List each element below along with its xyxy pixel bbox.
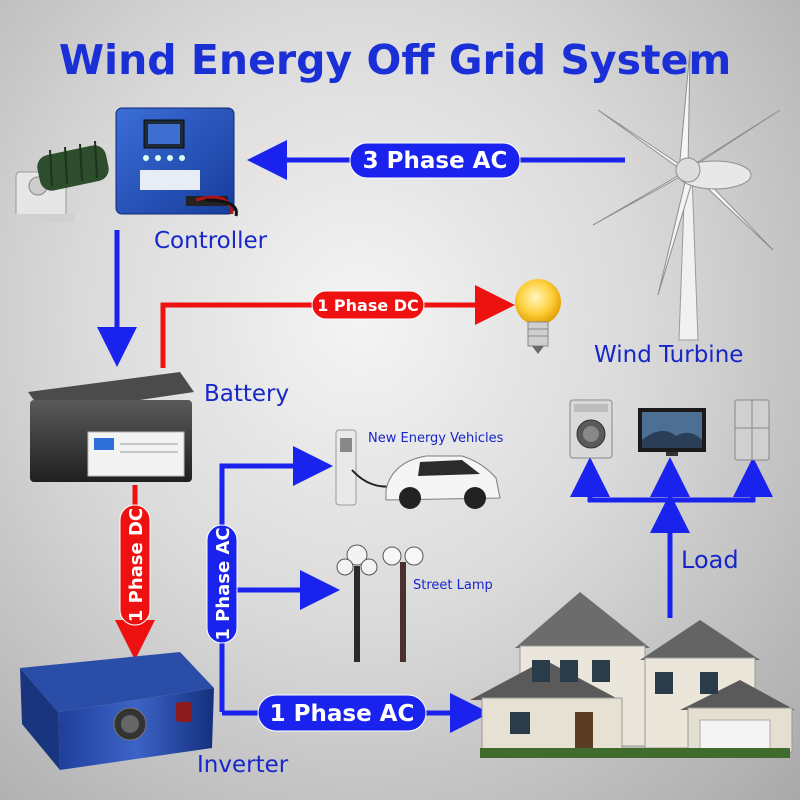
controller-icon	[115, 107, 238, 217]
edge-house-to-load	[570, 457, 773, 618]
label-wind-turbine: Wind Turbine	[594, 342, 743, 368]
edge-label-1-phase-dc-vertical: 1 Phase DC	[126, 508, 147, 622]
light-bulb-icon	[515, 279, 561, 354]
edge-label-1-phase-dc-top: 1 Phase DC	[317, 296, 419, 315]
label-controller: Controller	[154, 228, 268, 254]
refrigerator-icon	[734, 399, 770, 461]
label-new-energy-vehicles: New Energy Vehicles	[368, 431, 504, 446]
electric-car-icon	[385, 455, 501, 509]
battery-icon	[28, 372, 194, 482]
label-battery: Battery	[204, 381, 289, 407]
edge-inverter-to-house: 1 Phase AC	[222, 693, 490, 733]
diagram-title: Wind Energy Off Grid System	[59, 36, 731, 84]
washing-machine-icon	[569, 399, 613, 459]
edge-battery-to-inverter: 1 Phase DC	[115, 485, 155, 660]
edge-battery-to-bulb: 1 Phase DC	[160, 285, 515, 368]
street-lamp-icon	[336, 544, 424, 662]
edge-label-3-phase-ac: 3 Phase AC	[363, 148, 508, 174]
edge-turbine-to-controller: 3 Phase AC	[247, 140, 625, 180]
edge-label-1-phase-ac-bottom: 1 Phase AC	[270, 701, 415, 727]
label-inverter: Inverter	[197, 752, 289, 778]
label-street-lamp: Street Lamp	[413, 578, 493, 593]
wind-turbine-icon	[592, 49, 781, 341]
edge-label-1-phase-ac-vertical: 1 Phase AC	[213, 527, 234, 640]
television-icon	[638, 408, 706, 456]
inverter-icon	[20, 652, 214, 770]
edge-inverter-branch: 1 Phase AC	[206, 446, 340, 712]
dump-load-resistor-icon	[10, 140, 109, 222]
house-icon	[470, 592, 795, 758]
label-load: Load	[681, 546, 739, 574]
